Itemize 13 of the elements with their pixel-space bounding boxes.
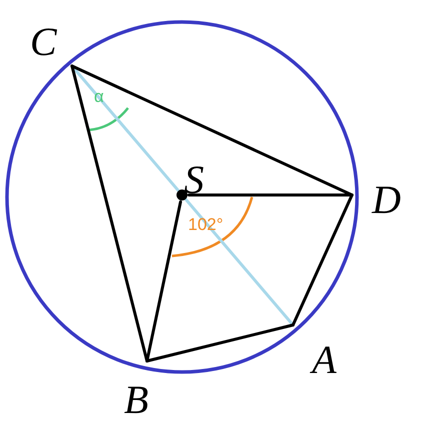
point-label: D (372, 180, 401, 220)
line-segment (188, 194, 354, 196)
line-segment (146, 200, 182, 362)
line-segment (146, 324, 294, 362)
line-segment (70, 64, 354, 196)
angle-label: α (94, 88, 104, 105)
point-label: A (312, 340, 336, 380)
angle-label: 102° (188, 216, 224, 233)
line-segment (292, 194, 354, 326)
point-label: C (30, 22, 57, 62)
line-segment (70, 64, 148, 362)
point-label: B (124, 380, 148, 420)
center-point: S (176, 160, 204, 200)
